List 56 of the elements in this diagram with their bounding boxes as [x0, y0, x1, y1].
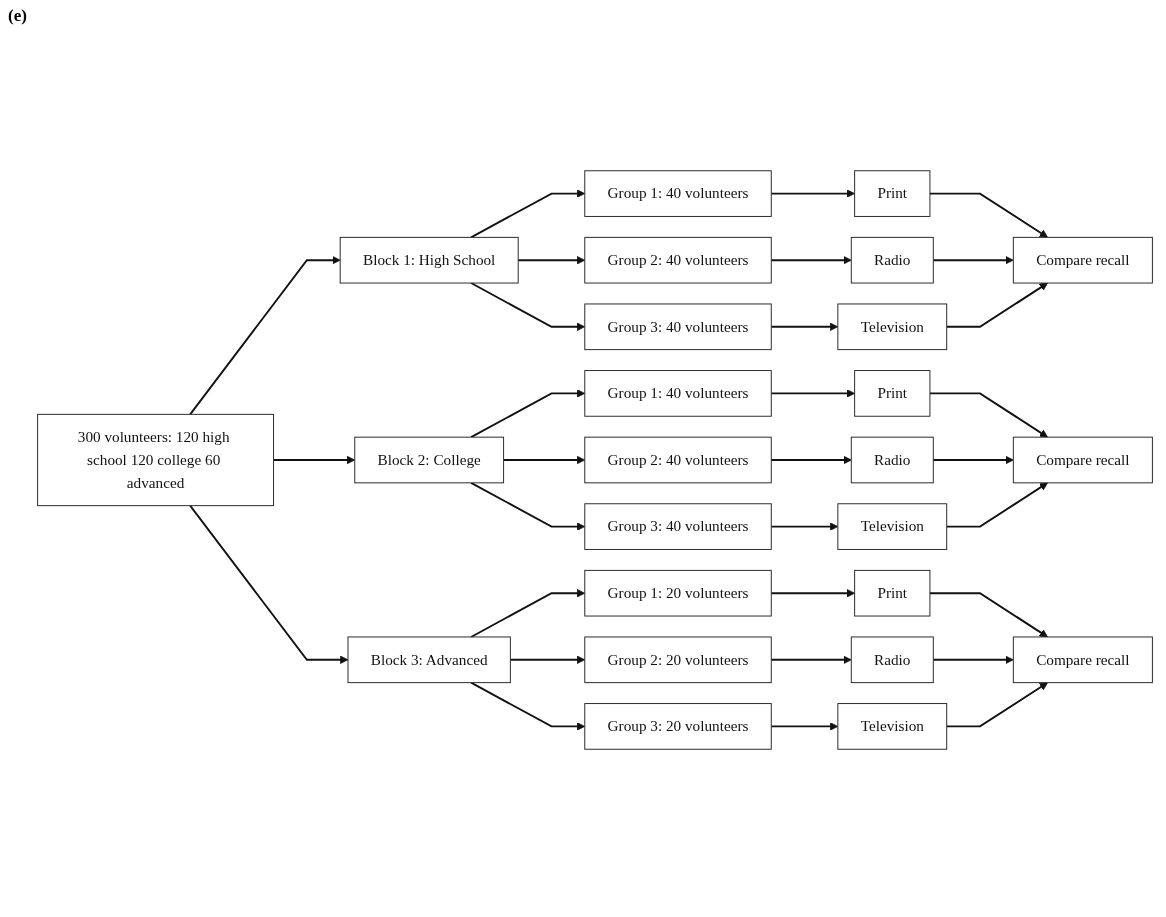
node-box: Radio — [850, 236, 934, 284]
node-box: Group 3: 40 volunteers — [584, 503, 772, 550]
arrow — [770, 256, 852, 265]
arrow — [470, 389, 586, 439]
node-box: Television — [837, 503, 948, 550]
node-box: 300 volunteers: 120 high school 120 college 60 advanced — [37, 413, 275, 507]
node-box: Print — [854, 170, 931, 217]
node-box: Block 2: College — [354, 436, 505, 484]
node-box: Television — [837, 703, 948, 750]
node-box: Group 1: 40 volunteers — [584, 370, 772, 417]
arrow — [770, 322, 839, 331]
arrow — [928, 192, 1048, 238]
arrow — [770, 455, 852, 465]
node-box: Group 2: 40 volunteers — [584, 436, 772, 484]
arrow — [932, 455, 1014, 465]
arrow — [470, 681, 586, 731]
arrow — [945, 482, 1048, 528]
arrow — [272, 455, 356, 465]
arrow — [509, 655, 586, 664]
node-box: Radio — [850, 436, 934, 484]
arrow — [932, 655, 1014, 664]
node-box: Compare recall — [1012, 236, 1153, 284]
node-box: Radio — [850, 636, 934, 684]
arrow — [470, 282, 586, 331]
node-box: Block 1: High School — [339, 236, 519, 284]
arrow — [517, 256, 586, 265]
panel-label: (e) — [8, 6, 27, 26]
node-box: Group 3: 20 volunteers — [584, 703, 772, 750]
node-box: Compare recall — [1012, 636, 1153, 684]
node-box: Print — [854, 569, 931, 617]
arrow — [189, 504, 349, 664]
arrow — [770, 722, 839, 731]
node-box: Block 3: Advanced — [347, 636, 511, 684]
arrow — [932, 256, 1014, 265]
arrow — [928, 392, 1048, 438]
node-box: Television — [837, 303, 948, 351]
node-box: Group 2: 20 volunteers — [584, 636, 772, 684]
arrow — [189, 256, 341, 416]
node-box: Group 1: 20 volunteers — [584, 569, 772, 617]
node-box: Print — [854, 370, 931, 417]
arrow — [470, 189, 586, 239]
arrow — [770, 522, 839, 531]
arrow — [502, 455, 586, 465]
node-box: Group 2: 40 volunteers — [584, 236, 772, 284]
arrow — [770, 655, 852, 664]
node-box: Group 3: 40 volunteers — [584, 303, 772, 351]
arrow — [770, 389, 855, 398]
node-box: Group 1: 40 volunteers — [584, 170, 772, 217]
arrow — [945, 282, 1048, 328]
node-box: Compare recall — [1012, 436, 1153, 484]
arrow — [945, 682, 1048, 728]
arrow — [770, 189, 855, 198]
arrow — [470, 481, 586, 531]
arrow — [770, 589, 855, 598]
arrow — [928, 592, 1048, 638]
arrow — [470, 589, 586, 638]
